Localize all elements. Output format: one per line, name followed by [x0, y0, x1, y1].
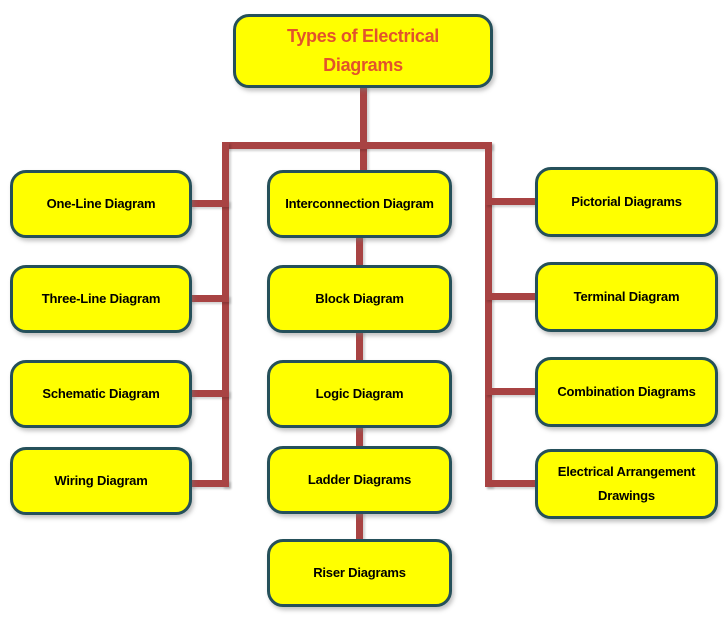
node-riser-diagrams: Riser Diagrams: [267, 539, 452, 607]
node-ladder-diagrams: Ladder Diagrams: [267, 446, 452, 514]
node-types-of-electrical-diagrams: Types of Electrical Diagrams: [233, 14, 493, 88]
node-electrical-arrangement-drawings: Electrical Arrangement Drawings: [535, 449, 718, 519]
connector-stub-combination: [485, 388, 537, 395]
connector-right-trunk: [485, 142, 492, 487]
root-title-line1: Types of Electrical: [286, 26, 440, 46]
connector-stub-terminal: [485, 293, 537, 300]
connector-logic-ladder: [356, 420, 363, 452]
node-label: Three-Line Diagram: [41, 291, 161, 306]
node-label: Block Diagram: [315, 291, 404, 306]
node-pictorial-diagrams: Pictorial Diagrams: [535, 167, 718, 237]
node-label: Combination Diagrams: [557, 384, 696, 399]
node-combination-diagrams: Combination Diagrams: [535, 357, 718, 427]
connector-stub-one-line: [189, 200, 229, 207]
node-label: Ladder Diagrams: [307, 472, 412, 487]
node-wiring-diagram: Wiring Diagram: [10, 447, 192, 515]
connector-ladder-riser: [356, 508, 363, 544]
root-title: Types of Electrical Diagrams: [287, 22, 439, 80]
node-label: Electrical Arrangement Drawings: [557, 464, 696, 503]
node-label: Wiring Diagram: [54, 473, 148, 488]
node-label: One-Line Diagram: [46, 196, 156, 211]
connector-crossbar: [222, 142, 492, 149]
node-terminal-diagram: Terminal Diagram: [535, 262, 718, 332]
connector-block-logic: [356, 325, 363, 365]
node-label: Riser Diagrams: [313, 565, 406, 580]
connector-left-trunk: [222, 142, 229, 487]
connector-stub-pictorial: [485, 198, 537, 205]
node-label: Schematic Diagram: [42, 386, 160, 401]
node-block-diagram: Block Diagram: [267, 265, 452, 333]
connector-root-stem: [360, 85, 367, 175]
node-one-line-diagram: One-Line Diagram: [10, 170, 192, 238]
node-interconnection-diagram: Interconnection Diagram: [267, 170, 452, 238]
connector-stub-schematic: [189, 390, 229, 397]
node-three-line-diagram: Three-Line Diagram: [10, 265, 192, 333]
connector-stub-three-line: [189, 295, 229, 302]
connector-interconnection-block: [356, 230, 363, 270]
node-label: Terminal Diagram: [573, 289, 680, 304]
connector-stub-electrical-arrangement: [485, 480, 537, 487]
connector-stub-wiring: [189, 480, 229, 487]
root-title-line2: Diagrams: [323, 55, 403, 75]
node-label: Pictorial Diagrams: [571, 194, 682, 209]
node-logic-diagram: Logic Diagram: [267, 360, 452, 428]
node-label: Logic Diagram: [315, 386, 404, 401]
node-schematic-diagram: Schematic Diagram: [10, 360, 192, 428]
node-label: Interconnection Diagram: [285, 196, 434, 211]
